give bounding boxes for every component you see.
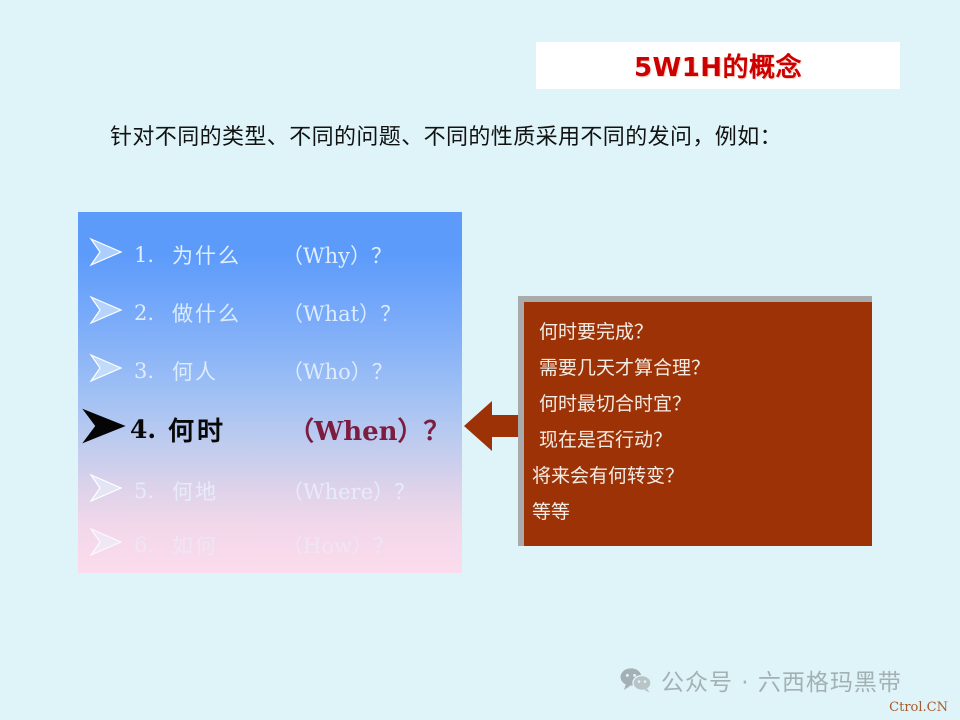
list-item-label-cn: 何人 xyxy=(172,360,218,384)
list-item-highlighted[interactable]: 4. 何时 （When）？ xyxy=(78,398,462,460)
list-item-number: 6. xyxy=(134,533,155,557)
list-item-label-cn: 如何 xyxy=(172,534,218,558)
list-item[interactable]: 3. 何人 （Who）？ xyxy=(78,342,462,400)
footer-watermark: 公众号 · 六西格玛黑带 xyxy=(620,663,902,697)
answer-line: 将来会有何转变？ xyxy=(532,465,685,487)
filled-arrowhead-bullet-icon xyxy=(78,407,130,451)
list-item-number: 4. xyxy=(130,414,157,444)
list-item[interactable]: 2. 做什么 （What）？ xyxy=(78,284,462,342)
title-box: 5W1H的概念 xyxy=(536,42,900,89)
answer-line: 等等 xyxy=(532,501,571,523)
answer-box: 何时要完成？ 需要几天才算合理？ 何时最切合时宜？ 现在是否行动？ 将来会有何转… xyxy=(524,302,872,546)
list-item[interactable]: 6. 如何 （How）？ xyxy=(78,516,462,573)
list-item[interactable]: 5. 何地 （Where）？ xyxy=(78,462,462,520)
page-title: 5W1H的概念 xyxy=(633,53,803,83)
list-item-label-en: （Who）？ xyxy=(282,360,393,384)
answer-line: 何时要完成？ xyxy=(539,321,654,343)
list-item-number: 1. xyxy=(134,243,155,267)
list-item-label-cn: 为什么 xyxy=(172,244,241,268)
list-item-label-en: （When）？ xyxy=(288,416,450,447)
list-item-label-en: （Why）？ xyxy=(282,244,392,268)
list-item-label-en: （What）？ xyxy=(282,302,402,326)
hollow-arrowhead-bullet-icon xyxy=(78,527,134,563)
list-item-label-cn: 何地 xyxy=(172,480,218,504)
list-item[interactable]: 1. 为什么 （Why）？ xyxy=(78,226,462,284)
wechat-icon xyxy=(620,667,652,693)
answer-line: 何时最切合时宜？ xyxy=(539,393,692,415)
question-list-box: 1. 为什么 （Why）？ 2. 做什么 （What）？ 3. 何人 （Who）… xyxy=(78,212,462,573)
list-item-number: 5. xyxy=(134,479,155,503)
list-item-label-en: （Where）？ xyxy=(282,480,416,504)
list-item-label-en: （How）？ xyxy=(282,534,394,558)
answer-line: 现在是否行动？ xyxy=(539,429,673,451)
list-item-label-cn: 何时 xyxy=(168,416,227,447)
hollow-arrowhead-bullet-icon xyxy=(78,295,134,331)
footer-text: 公众号 · 六西格玛黑带 xyxy=(661,670,902,696)
left-block-arrow-icon xyxy=(462,398,520,454)
credit-watermark: Ctrol.CN xyxy=(889,700,948,715)
hollow-arrowhead-bullet-icon xyxy=(78,473,134,509)
hollow-arrowhead-bullet-icon xyxy=(78,353,134,389)
answer-line: 需要几天才算合理？ xyxy=(539,357,711,379)
list-item-label-cn: 做什么 xyxy=(172,302,241,326)
hollow-arrowhead-bullet-icon xyxy=(78,237,134,273)
list-item-number: 3. xyxy=(134,359,155,383)
list-item-number: 2. xyxy=(134,301,155,325)
subtitle-text: 针对不同的类型、不同的问题、不同的性质采用不同的发问，例如： xyxy=(110,125,783,150)
